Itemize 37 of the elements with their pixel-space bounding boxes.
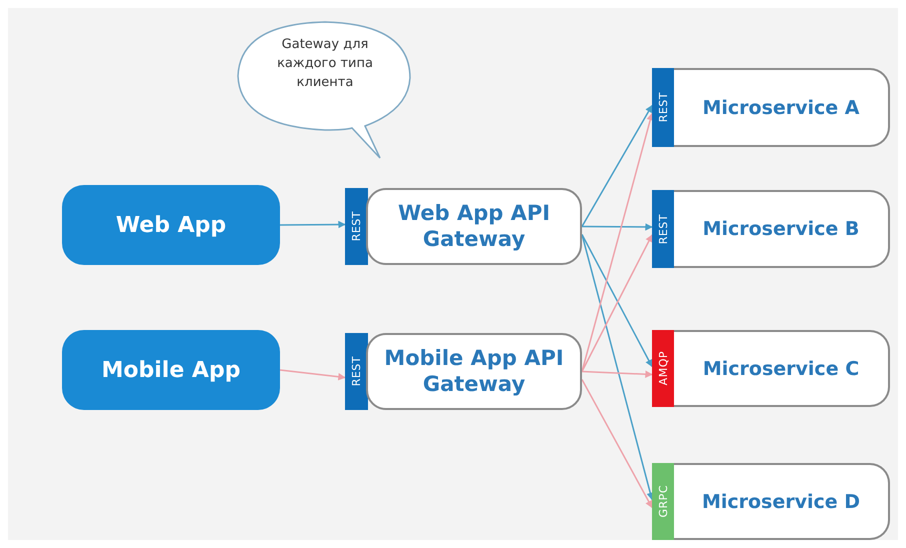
arrow <box>581 379 653 508</box>
node-label: Microservice B <box>702 218 860 240</box>
protocol-tag <box>345 188 368 265</box>
node-label: Web App API Gateway <box>396 201 552 252</box>
protocol-tag <box>652 68 674 147</box>
protocol-label: REST <box>350 356 363 387</box>
arrow <box>280 220 346 228</box>
protocol-label: REST <box>656 92 670 123</box>
arrow <box>280 369 346 380</box>
api-gateway-box <box>366 188 582 265</box>
arrow <box>581 234 654 500</box>
microservice-box <box>674 463 890 540</box>
protocol-label: REST <box>350 211 363 242</box>
protocol-tag <box>652 190 674 268</box>
protocol-tag <box>652 463 674 540</box>
arrow <box>581 104 653 227</box>
microservice-box <box>674 330 890 407</box>
node-label: Microservice C <box>702 358 860 380</box>
client-app-box <box>62 330 280 410</box>
arrow <box>582 370 653 378</box>
node-label: Microservice D <box>702 490 860 512</box>
client-app-box <box>62 185 280 265</box>
protocol-label: REST <box>656 214 670 244</box>
microservice-box <box>674 68 890 147</box>
protocol-label: GRPC <box>656 485 670 518</box>
protocol-label: AMQP <box>656 351 670 386</box>
node-label: Web App <box>116 212 226 238</box>
node-label: Mobile App <box>102 358 240 382</box>
protocol-tag <box>652 330 674 407</box>
node-label: Microservice A <box>702 96 860 118</box>
arrow <box>581 112 654 372</box>
node-label: Gateway для каждого типа клиента <box>276 36 374 92</box>
arrow <box>582 223 653 231</box>
protocol-tag <box>345 333 368 410</box>
api-gateway-box <box>366 333 582 410</box>
microservice-box <box>674 190 890 268</box>
node-label: Mobile App API Gateway <box>383 346 565 397</box>
